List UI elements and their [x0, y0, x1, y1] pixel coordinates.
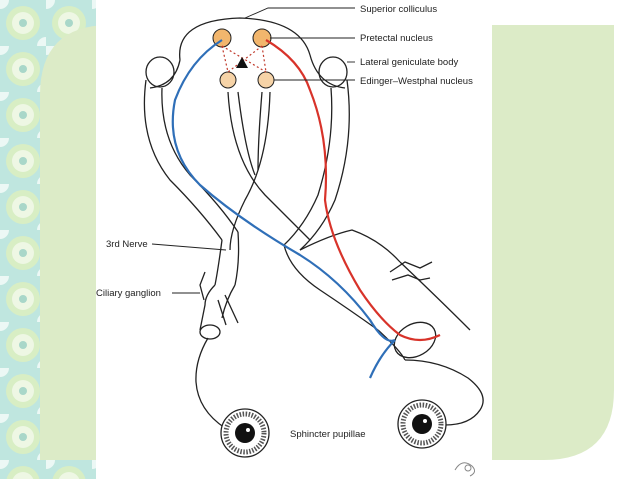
triangle-marker: [236, 57, 248, 68]
decorative-sketch-icon: [454, 462, 476, 477]
label-pretectal-nucleus: Pretectal nucleus: [360, 33, 433, 44]
left-eye: [220, 408, 270, 458]
right-eye: [397, 399, 447, 449]
afferent-pathway-red: [265, 39, 441, 342]
label-lateral-geniculate-body: Lateral geniculate body: [360, 57, 458, 68]
afferent-pathway-blue: [171, 39, 396, 342]
label-ciliary-ganglion: Ciliary ganglion: [96, 288, 161, 299]
label-sphincter-pupillae: Sphincter pupillae: [290, 429, 366, 440]
brainstem-outline: [143, 17, 484, 429]
leader-lines: [151, 7, 355, 294]
edinger-westphal-nuclei: [219, 71, 275, 89]
efferent-pathway-blue: [368, 339, 396, 379]
label-third-nerve: 3rd Nerve: [106, 239, 148, 250]
label-edinger-westphal-nucleus: Edinger–Westphal nucleus: [360, 76, 473, 87]
label-superior-colliculus: Superior colliculus: [360, 4, 437, 15]
